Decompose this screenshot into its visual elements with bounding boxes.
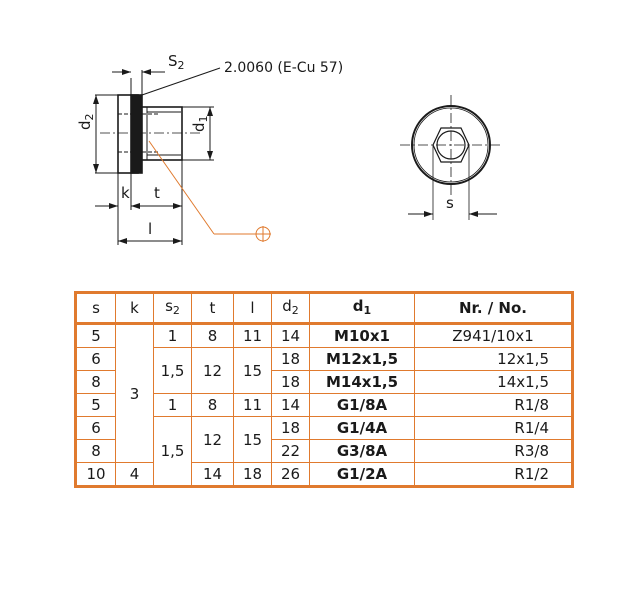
cell-d2: 18 <box>271 370 310 394</box>
material-label: 2.0060 (E-Cu 57) <box>224 60 343 76</box>
surface-callout <box>148 140 271 242</box>
technical-drawing: S2 2.0060 (E-Cu 57) d2 d1 k t l s <box>76 52 502 245</box>
cell-s2: 1 <box>153 393 192 417</box>
header-d1: d1 <box>309 292 415 324</box>
label-d1: d1 <box>190 115 210 132</box>
cell-t: 12 <box>191 347 234 394</box>
cell-l: 11 <box>233 393 272 417</box>
label-t: t <box>154 184 160 202</box>
table-row: 5 3 1 8 11 14 M10x1 Z941/10x1 <box>75 323 573 463</box>
cell-d1: G3/8A <box>309 439 415 463</box>
cell-t: 8 <box>191 323 234 348</box>
cell-s: 5 <box>75 323 116 348</box>
label-d2: d2 <box>76 113 96 130</box>
header-nr: Nr. / No. <box>414 292 573 324</box>
cell-s2: 1 <box>153 323 192 348</box>
cell-d1: M12x1,5 <box>309 347 415 371</box>
cell-nr: R1/8 <box>414 393 573 417</box>
side-view <box>100 94 200 174</box>
cell-s: 10 <box>75 462 116 487</box>
cell-nr: R1/4 <box>414 416 573 440</box>
cell-d2: 14 <box>271 323 310 348</box>
table-row: 10 4 14 18 26 G1/2A R1/2 <box>75 462 573 487</box>
cell-l: 18 <box>233 462 272 487</box>
cell-d1: G1/4A <box>309 416 415 440</box>
cell-s2: 1,5 <box>153 416 192 487</box>
cell-d1: M14x1,5 <box>309 370 415 394</box>
cell-s: 8 <box>75 439 116 463</box>
cell-d1: M10x1 <box>309 323 415 348</box>
cell-d2: 22 <box>271 439 310 463</box>
header-s2: s2 <box>153 292 192 324</box>
cell-nr: 12x1,5 <box>414 347 573 371</box>
cell-t: 14 <box>191 462 234 487</box>
cell-nr: R3/8 <box>414 439 573 463</box>
specification-table: s k s2 t l d2 d1 Nr. / No. 5 3 1 8 11 14… <box>74 291 574 488</box>
header-k: k <box>115 292 154 324</box>
cell-l: 15 <box>233 347 272 394</box>
cell-t: 8 <box>191 393 234 417</box>
cell-d2: 26 <box>271 462 310 487</box>
cell-d1: G1/8A <box>309 393 415 417</box>
table-header-row: s k s2 t l d2 d1 Nr. / No. <box>75 292 573 324</box>
cell-t: 12 <box>191 416 234 463</box>
end-view-arrows <box>424 211 478 217</box>
cell-nr: Z941/10x1 <box>414 323 573 348</box>
cell-s: 6 <box>75 416 116 440</box>
cell-s: 6 <box>75 347 116 371</box>
end-view <box>400 95 502 220</box>
cell-d2: 14 <box>271 393 310 417</box>
cell-d2: 18 <box>271 347 310 371</box>
table-row: 6 1,5 12 15 18 G1/4A R1/4 <box>75 416 573 487</box>
header-s: s <box>75 292 116 324</box>
cell-d1: G1/2A <box>309 462 415 487</box>
table-row: 5 1 8 11 14 G1/8A R1/8 <box>75 393 573 417</box>
label-s: s <box>446 194 454 212</box>
cell-l: 11 <box>233 323 272 348</box>
cell-s: 5 <box>75 393 116 417</box>
table-row: 8 18 M14x1,5 14x1,5 <box>75 370 573 394</box>
cell-d2: 18 <box>271 416 310 440</box>
cell-k: 3 <box>115 323 154 463</box>
cell-nr: 14x1,5 <box>414 370 573 394</box>
cell-k: 4 <box>115 462 154 487</box>
header-t: t <box>191 292 234 324</box>
cell-nr: R1/2 <box>414 462 573 487</box>
label-l: l <box>148 220 152 238</box>
label-s2: S2 <box>168 52 185 72</box>
cell-s2: 1,5 <box>153 347 192 394</box>
label-k: k <box>121 184 130 202</box>
cell-l: 15 <box>233 416 272 463</box>
arrowheads <box>93 69 213 244</box>
cell-s: 8 <box>75 370 116 394</box>
header-d2: d2 <box>271 292 310 324</box>
header-l: l <box>233 292 272 324</box>
